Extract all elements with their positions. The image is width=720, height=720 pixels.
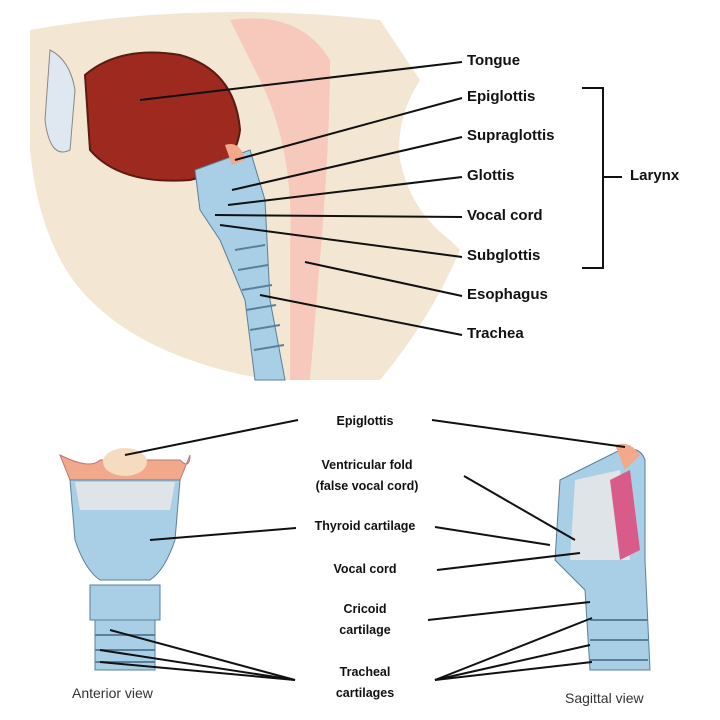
label-tongue: Tongue — [467, 52, 521, 69]
label-epiglottis: Epiglottis — [467, 88, 536, 105]
label-bottom-vocal-cord: Vocal cord — [333, 562, 397, 576]
label-subglottis: Subglottis — [467, 247, 541, 264]
label-thyroid-cartilage: Thyroid cartilage — [314, 519, 416, 533]
label-esophagus: Esophagus — [467, 286, 548, 303]
label-bottom-epiglottis: Epiglottis — [336, 414, 394, 428]
label-larynx: Larynx — [630, 167, 680, 184]
label-trachea: Trachea — [467, 325, 524, 342]
bottom-leader-lines — [99, 419, 626, 681]
sagittal-view-illustration — [554, 443, 651, 671]
label-cricoid-cartilage: cartilage — [339, 623, 391, 637]
label-tracheal: Tracheal — [339, 665, 391, 679]
caption-sagittal-view: Sagittal view — [565, 690, 644, 706]
top-leader-lines — [139, 61, 463, 336]
label-supraglottis: Supraglottis — [467, 127, 555, 144]
label-vocal-cord: Vocal cord — [467, 207, 543, 224]
label-tracheal-cartilages: cartilages — [335, 686, 395, 700]
larynx-bracket — [582, 87, 622, 269]
anterior-view-illustration — [59, 448, 191, 671]
label-ventricular-fold: Ventricular fold — [321, 458, 413, 472]
caption-anterior-view: Anterior view — [72, 685, 153, 701]
tongue-shape — [83, 51, 242, 182]
label-false-vocal-cord: (false vocal cord) — [315, 479, 419, 493]
label-cricoid: Cricoid — [343, 602, 387, 616]
label-glottis: Glottis — [467, 167, 515, 184]
head-sagittal-illustration — [30, 12, 460, 381]
